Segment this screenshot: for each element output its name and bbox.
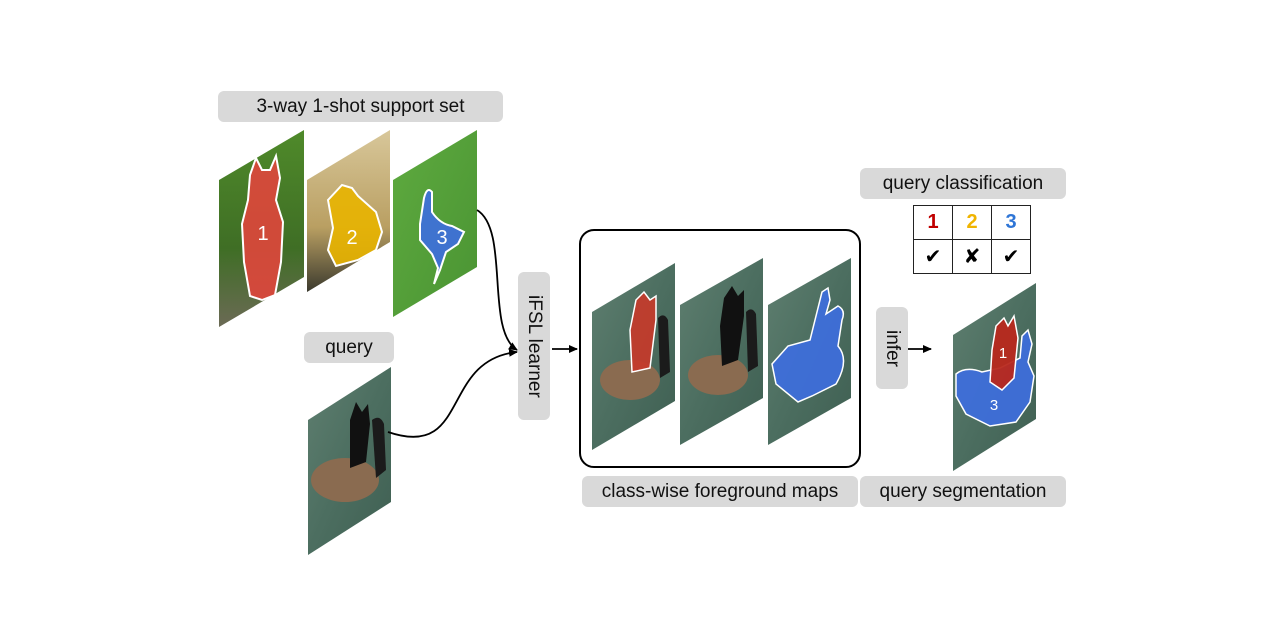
segmentation-label-3: 3 [990,397,998,414]
class-result-3: ✔ [991,239,1031,274]
goose-neck [372,417,386,478]
class-result-2: ✘ [952,239,992,274]
support-image-1: 1 [219,130,304,327]
foreground-map-1 [592,263,675,450]
support-image-3: 3 [393,130,477,317]
query-classification-label: query classification [860,168,1066,199]
support-set-label: 3-way 1-shot support set [218,91,503,122]
query-segmentation-label: query segmentation [860,476,1066,507]
classification-result-row: ✔ ✘ ✔ [913,239,1031,274]
support-to-learner-arrow [476,209,518,351]
goose-body [311,458,379,502]
infer-label: infer [876,307,908,389]
cat-mask-red [240,152,285,302]
class-header-2: 2 [952,205,992,240]
query-segmentation-image: 1 3 [953,283,1036,471]
support-number-2: 2 [346,227,357,249]
class-result-1: ✔ [913,239,953,274]
animal-mask-yellow [326,183,384,268]
goose-mask-blue [419,189,466,285]
foreground-map-3 [768,258,851,445]
foreground-maps-label: class-wise foreground maps [582,476,858,507]
support-number-1: 1 [257,223,268,245]
query-label: query [304,332,394,363]
query-to-learner-arrow [387,348,518,438]
support-number-3: 3 [436,227,447,249]
cat-body [350,402,370,468]
support-image-2: 2 [307,130,390,292]
classification-header-row: 1 2 3 [913,205,1031,240]
learner-label: iFSL learner [518,272,550,420]
segmentation-label-1: 1 [999,345,1007,362]
class-header-1: 1 [913,205,953,240]
class-header-3: 3 [991,205,1031,240]
query-image [308,367,391,555]
segmentation-mask-red [989,313,1019,391]
foreground-map-2 [680,258,763,445]
classification-table: 1 2 3 ✔ ✘ ✔ [913,205,1031,274]
